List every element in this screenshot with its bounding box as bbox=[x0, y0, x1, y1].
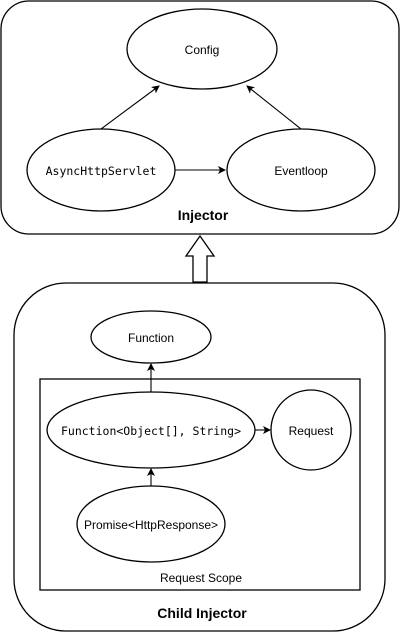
promise-node: Promise<HttpResponse> bbox=[76, 485, 226, 563]
request-scope-label: Request Scope bbox=[160, 571, 242, 585]
request-label: Request bbox=[289, 424, 334, 438]
request-circle bbox=[270, 389, 352, 471]
request-node: Request bbox=[270, 389, 352, 471]
function-node: Function bbox=[90, 310, 212, 364]
function-label: Function bbox=[128, 331, 174, 345]
config-label: Config bbox=[185, 43, 220, 57]
servlet-to-config-arrow bbox=[100, 85, 160, 130]
eventloop-label: Eventloop bbox=[274, 164, 328, 178]
config-node: Config bbox=[126, 8, 278, 90]
servlet-node: AsyncHttpServlet bbox=[26, 128, 176, 212]
servlet-label: AsyncHttpServlet bbox=[46, 164, 157, 178]
function-generic-label: Function<Object[], String> bbox=[61, 424, 241, 438]
config-ellipse bbox=[126, 8, 278, 90]
promise-label: Promise<HttpResponse> bbox=[84, 518, 218, 532]
eventloop-node: Eventloop bbox=[226, 128, 376, 212]
eventloop-to-config-arrow bbox=[246, 85, 302, 130]
injector-title: Injector bbox=[178, 207, 229, 223]
function-generic-node: Function<Object[], String> bbox=[46, 391, 256, 469]
child-injector-title: Child Injector bbox=[157, 605, 247, 621]
inheritance-arrow bbox=[184, 234, 216, 283]
